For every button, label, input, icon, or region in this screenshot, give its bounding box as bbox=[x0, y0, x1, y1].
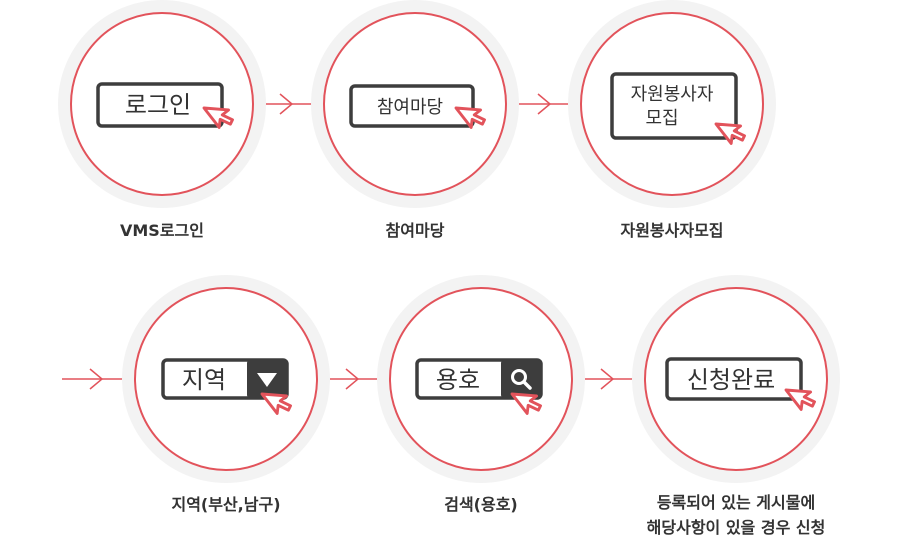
dropdown-triangle-icon bbox=[257, 373, 277, 387]
step-5-input-text: 용호 bbox=[436, 366, 480, 394]
step-1-button-text: 로그인 bbox=[125, 91, 191, 119]
step-4-node: 지역 bbox=[122, 275, 330, 483]
step-3-button bbox=[610, 72, 738, 140]
step-5-search-button bbox=[501, 360, 541, 398]
step-6-caption-line2: 해당사항이 있을 경우 신청 bbox=[646, 518, 826, 537]
step-1-button bbox=[96, 82, 224, 128]
step-4-caption: 지역(부산,남구) bbox=[171, 495, 281, 514]
step-6-caption-line1: 등록되어 있는 게시물에 bbox=[656, 493, 816, 512]
arrow-right-icon bbox=[600, 368, 615, 390]
step-3-caption: 자원봉사자모집 bbox=[620, 221, 724, 240]
arrow-right-icon bbox=[345, 368, 360, 390]
step-4-input-text: 지역 bbox=[182, 366, 226, 394]
arrow-right-icon bbox=[89, 368, 104, 390]
step-6-button bbox=[665, 357, 803, 401]
search-magnifier-icon bbox=[511, 369, 532, 390]
step-2-button bbox=[349, 84, 475, 128]
arrow-right-icon bbox=[279, 93, 294, 115]
step-6-button-text: 신청완료 bbox=[687, 366, 775, 394]
step-5-node: 용호 bbox=[377, 275, 585, 483]
step-3-button-text-line2: 모집 bbox=[645, 108, 678, 129]
step-2-caption: 참여마당 bbox=[385, 221, 445, 240]
step-1-caption: VMS로그인 bbox=[120, 221, 204, 240]
step-3-node: 자원봉사자 모집 bbox=[568, 0, 776, 208]
step-6-node: 신청완료 bbox=[632, 275, 840, 483]
step-1-node: 로그인 bbox=[58, 0, 266, 208]
step-3-button-text-line1: 자원봉사자 bbox=[631, 84, 714, 105]
arrow-right-icon bbox=[537, 93, 552, 115]
step-2-button-text: 참여마당 bbox=[377, 97, 443, 118]
step-5-caption: 검색(용호) bbox=[444, 495, 518, 514]
step-2-node: 참여마당 bbox=[311, 0, 519, 208]
